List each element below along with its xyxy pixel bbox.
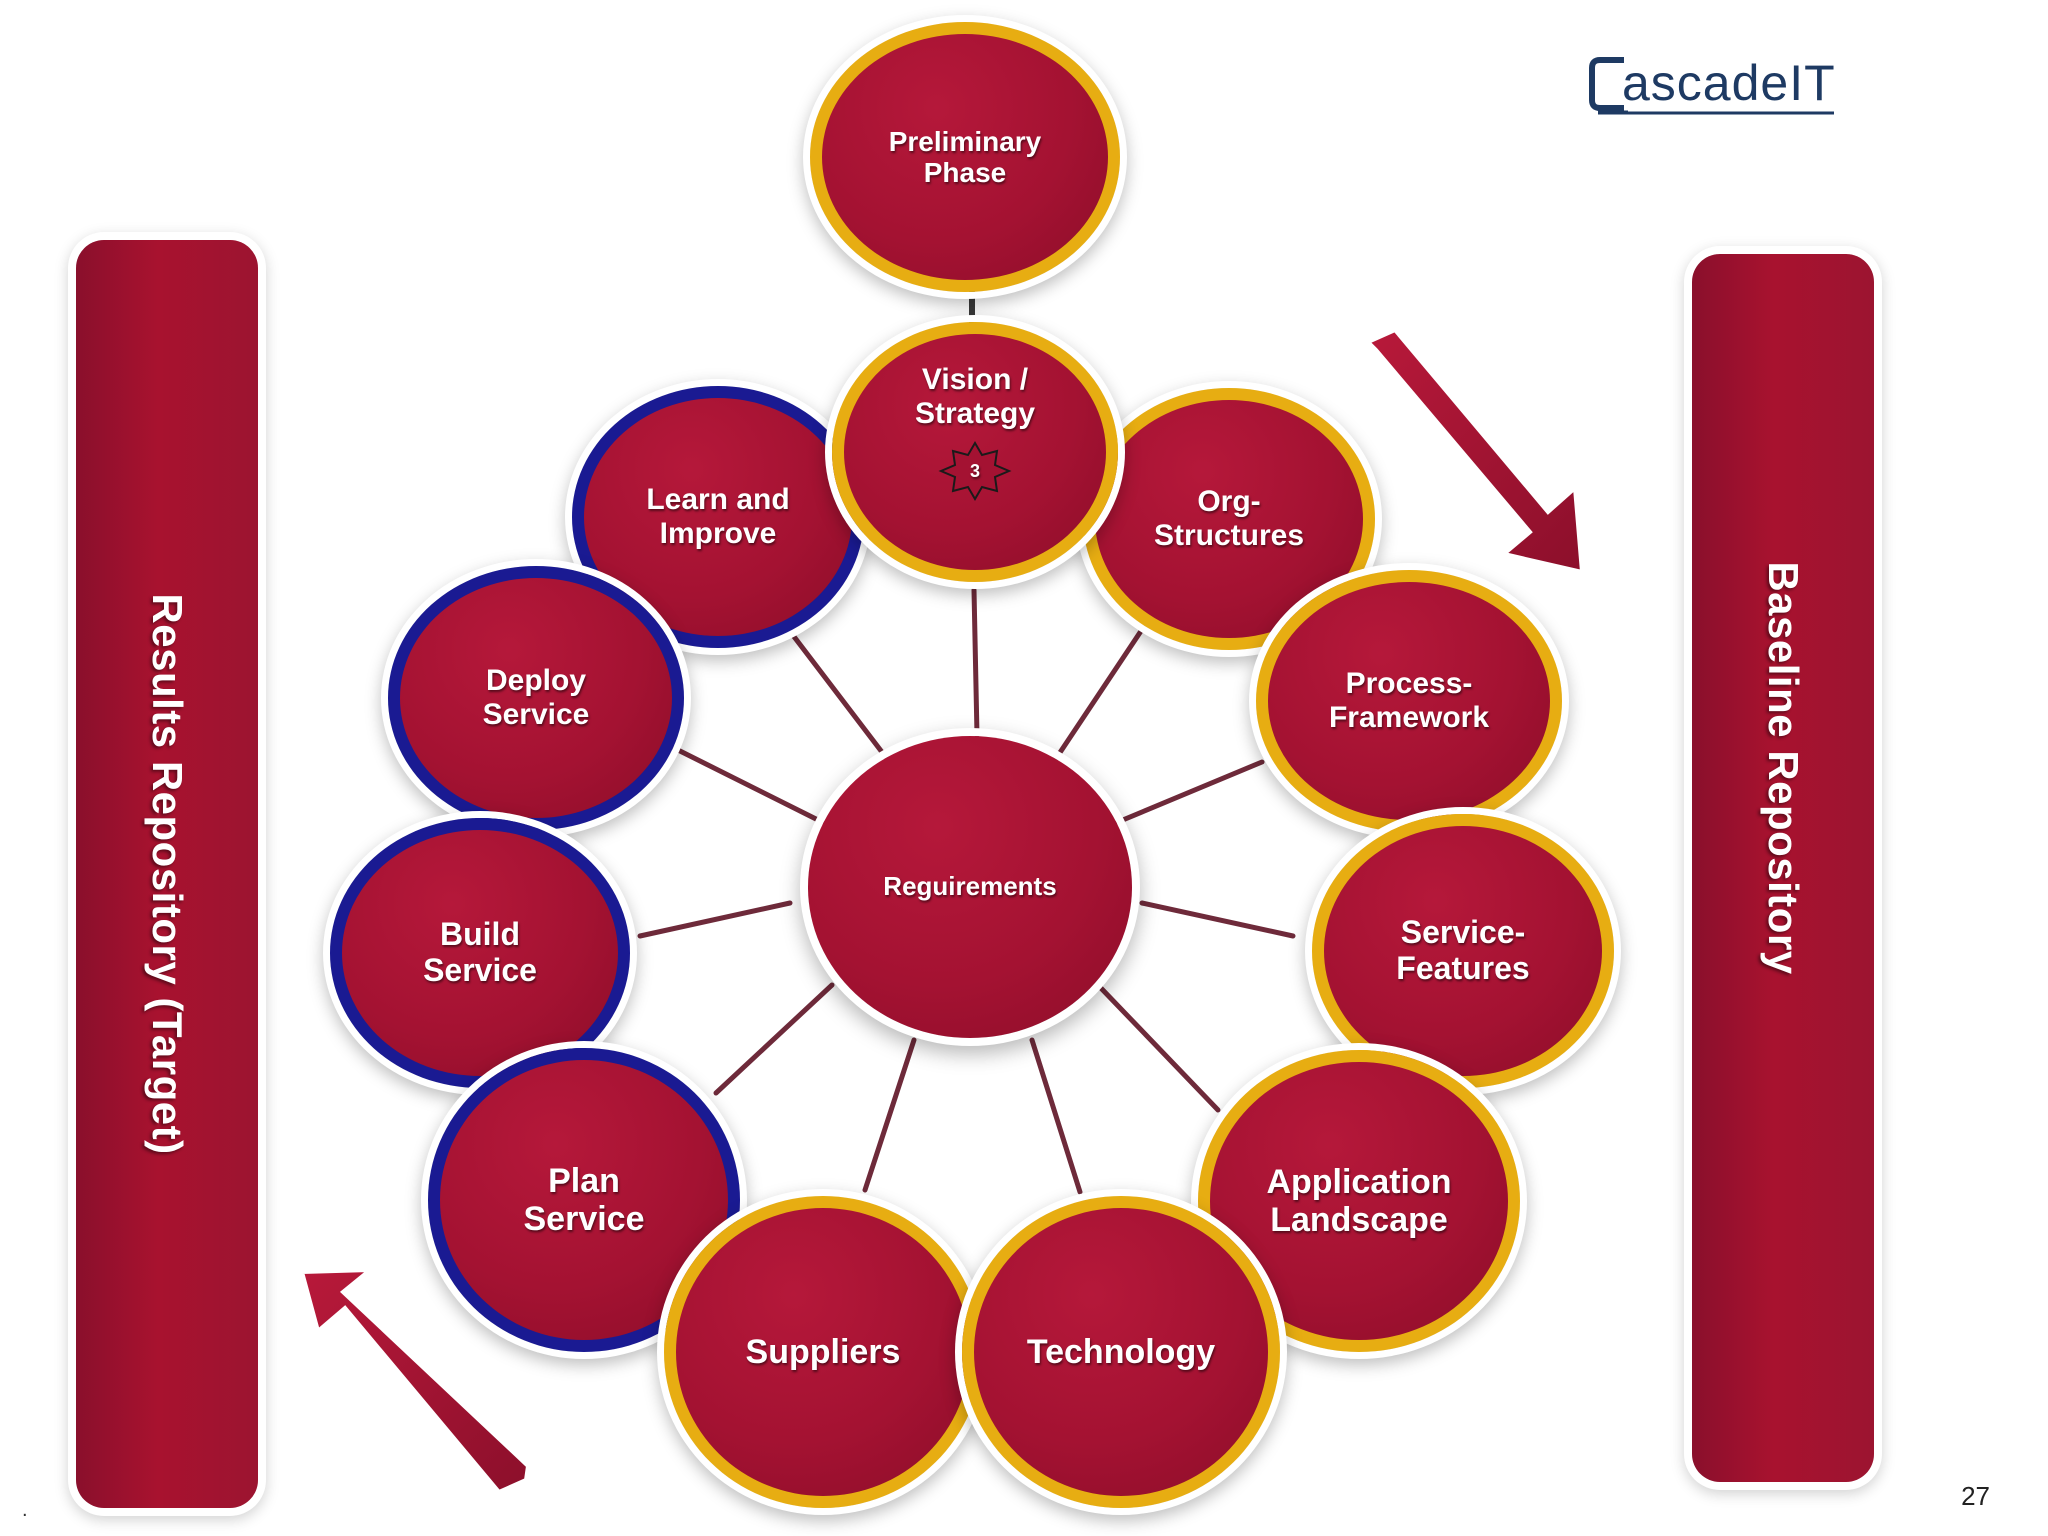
- connector-suppliers: [862, 1037, 917, 1193]
- node-deploy-service: Deploy Service: [388, 566, 684, 830]
- connector-technology: [1029, 1037, 1083, 1195]
- page-number: 27: [1961, 1481, 1990, 1511]
- node-suppliers-label: Suppliers: [745, 1332, 901, 1371]
- node-suppliers: Suppliers: [664, 1196, 982, 1508]
- connector-learn: [789, 631, 891, 763]
- connector-org: [1052, 625, 1146, 763]
- node-build-service: Build Service: [330, 818, 630, 1088]
- node-process-framework-label: Process-Framework: [1328, 667, 1490, 734]
- connector-process: [1115, 759, 1265, 825]
- logo-underline: [1598, 111, 1834, 115]
- logo-c-mark-icon: [1589, 57, 1628, 114]
- connector-service-features: [1139, 900, 1296, 939]
- node-learn-and-improve-label: Learn and Improve: [646, 483, 790, 550]
- star-badge-icon: 3: [938, 440, 1012, 501]
- node-requirements: Reguirements: [808, 736, 1132, 1038]
- corner-mark: .: [22, 1499, 28, 1521]
- arrow-down-right: [1364, 327, 1585, 575]
- node-plan-service-label: Plan Service: [523, 1161, 645, 1238]
- node-service-features-label: Service-Features: [1396, 914, 1530, 986]
- results-repository-label: Results Repository (Target): [144, 593, 191, 1155]
- node-service-features: Service-Features: [1312, 814, 1614, 1088]
- node-technology: Technology: [962, 1196, 1280, 1508]
- connector-application: [1095, 982, 1221, 1113]
- results-repository-bar: Results Repository (Target): [76, 240, 258, 1508]
- connector-deploy: [669, 744, 825, 825]
- baseline-repository-label: Baseline Repository: [1760, 561, 1807, 975]
- node-vision-strategy-label: Vision / Strategy: [914, 363, 1036, 430]
- node-process-framework: Process-Framework: [1256, 570, 1562, 832]
- node-vision-strategy: Vision / Strategy 3: [832, 322, 1118, 582]
- node-org-structures-label: Org-Structures: [1153, 485, 1305, 552]
- node-preliminary-phase-label: Preliminary Phase: [888, 125, 1042, 188]
- node-preliminary-phase: Preliminary Phase: [810, 22, 1120, 292]
- connector-plan: [713, 982, 835, 1096]
- logo-text: ascadeIT: [1622, 55, 1836, 111]
- badge-number: 3: [970, 461, 980, 481]
- node-requirements-label: Reguirements: [883, 871, 1057, 902]
- node-build-service-label: Build Service: [423, 916, 537, 988]
- node-technology-label: Technology: [1026, 1332, 1216, 1371]
- node-application-landscape-label: Application Landscape: [1266, 1162, 1452, 1239]
- connector-build: [637, 900, 793, 939]
- connector-vision: [971, 587, 980, 738]
- cascade-it-logo: ascadeIT: [1588, 52, 1838, 118]
- node-deploy-service-label: Deploy Service: [482, 664, 590, 731]
- baseline-repository-bar: Baseline Repository: [1692, 254, 1874, 1482]
- arrow-up-left: [299, 1267, 531, 1495]
